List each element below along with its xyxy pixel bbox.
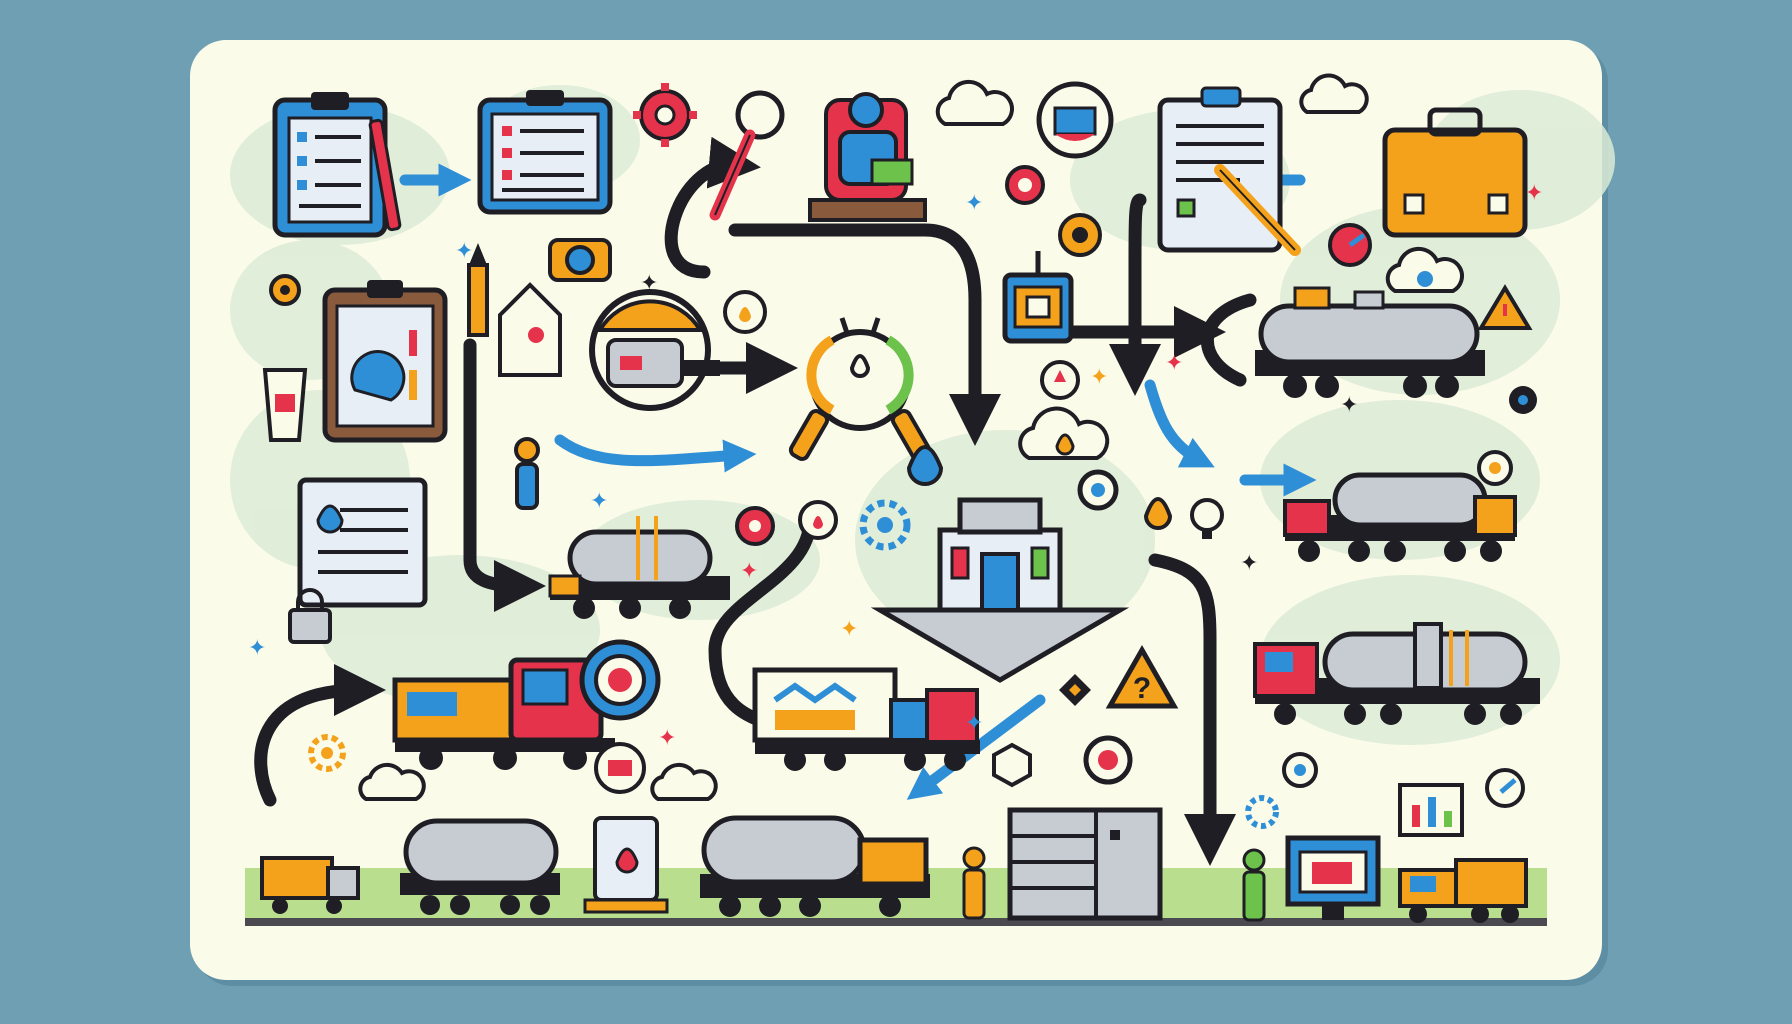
tank-truck-icon <box>548 516 730 619</box>
svg-text:✦: ✦ <box>965 191 983 216</box>
fuel-tanker-lorry-icon <box>1253 622 1540 725</box>
svg-text:✦: ✦ <box>965 711 983 736</box>
svg-text:✦: ✦ <box>1090 365 1108 390</box>
lightbulb-icon <box>1190 498 1224 539</box>
operator-seated-icon <box>808 92 927 222</box>
gear-icon <box>633 83 697 147</box>
flow-arrow-icon <box>1109 193 1161 396</box>
clipboard-list-icon <box>477 90 613 215</box>
worker-figure-icon <box>1242 848 1266 922</box>
flow-arrow-icon <box>728 223 1001 446</box>
cloud-icon <box>935 79 1014 126</box>
gauge-display-icon <box>1036 81 1114 159</box>
flow-arrow-icon <box>664 136 761 279</box>
gear-icon <box>1083 735 1133 785</box>
house-icon <box>498 282 562 377</box>
svg-text:✦: ✦ <box>1340 393 1358 418</box>
worker-figure-icon <box>962 846 986 920</box>
droplet-icon <box>798 500 838 540</box>
tank-truck-icon <box>700 815 930 917</box>
cloud-icon <box>1385 246 1464 293</box>
location-pin-icon <box>1282 752 1318 788</box>
gear-icon <box>1005 165 1045 205</box>
fuel-pump-icon <box>589 289 720 411</box>
refinery-plant-icon <box>870 497 1130 683</box>
svg-text:✦: ✦ <box>640 271 658 296</box>
svg-text:?: ? <box>1133 672 1151 705</box>
droplet-icon <box>1143 497 1173 530</box>
svg-text:✦: ✦ <box>455 239 473 264</box>
cloud-icon <box>650 762 718 801</box>
svg-text:✦: ✦ <box>1240 551 1258 576</box>
gear-icon <box>1509 386 1537 414</box>
svg-text:✦: ✦ <box>658 726 676 751</box>
svg-text:✦: ✦ <box>740 559 758 584</box>
flow-arrow-icon <box>1200 293 1257 387</box>
location-pin-icon <box>1477 450 1513 486</box>
pickup-truck-icon <box>1398 858 1528 923</box>
orange-briefcase-icon <box>1382 107 1528 238</box>
pickup-truck-icon <box>260 856 360 914</box>
flow-arrow-icon <box>254 664 386 807</box>
tanker-rail-car-icon <box>1255 286 1485 398</box>
padlock-icon <box>288 588 332 644</box>
decorative-sparkles: ✦ ✦ ✦ ✦ ✦ ✦ ✦ ✦ ✦ ✦ ✦ ✦ ✦ ✦ <box>248 181 1543 751</box>
svg-text:✦: ✦ <box>590 489 608 514</box>
flow-arrow-icon <box>1148 553 1236 866</box>
gear-icon <box>859 499 911 551</box>
cloud-icon <box>358 762 426 801</box>
delivery-truck-icon <box>752 667 980 771</box>
screen-icon <box>594 742 646 794</box>
camera-icon <box>548 238 612 282</box>
tanker-rail-car-icon <box>400 818 560 915</box>
gauge-display-icon <box>1328 223 1372 267</box>
droplet-icon <box>906 445 944 486</box>
cloud-droplet-icon <box>1018 406 1110 460</box>
flow-arrow-icon <box>463 338 546 612</box>
gear-icon <box>1245 795 1279 829</box>
location-pin-icon <box>1077 469 1119 511</box>
clipboard-chart-icon <box>322 280 448 443</box>
gear-icon <box>308 734 346 772</box>
droplet-icon <box>723 290 767 334</box>
road <box>245 918 1547 926</box>
tank-truck-icon <box>1283 472 1517 562</box>
gear-icon <box>1058 213 1102 257</box>
flow-arrow-icon <box>554 434 757 473</box>
control-monitor-icon <box>1285 835 1381 920</box>
flow-arrow-icon <box>1144 379 1215 468</box>
warning-sign-icon: ? <box>1105 644 1179 709</box>
delivery-truck-icon <box>392 657 615 770</box>
pencil-icon <box>467 243 489 337</box>
clipboard-contract-icon <box>1157 86 1301 256</box>
warning-sign-icon <box>1477 284 1533 330</box>
hexagon-marker-icon <box>992 742 1032 788</box>
process-flow-arrows <box>254 136 1257 866</box>
document-droplet-icon <box>297 477 428 608</box>
gauge-display-icon <box>1040 360 1080 400</box>
fuel-cup-icon <box>262 368 308 442</box>
clipboard-checklist-icon <box>272 92 402 238</box>
svg-text:✦: ✦ <box>1525 181 1543 206</box>
svg-text:✦: ✦ <box>248 636 266 661</box>
location-pin-icon <box>735 506 775 546</box>
svg-text:✦: ✦ <box>1165 351 1183 376</box>
cloud-icon <box>1299 73 1369 114</box>
target-icon <box>579 639 661 721</box>
pen-magnifier-icon <box>709 90 785 221</box>
fuel-dispenser-icon <box>1002 251 1074 344</box>
fuel-pump-icon <box>583 816 669 914</box>
gauge-display-icon <box>1485 768 1525 808</box>
storage-cabinet-icon <box>1007 807 1163 921</box>
svg-text:✦: ✦ <box>840 617 858 642</box>
diamond-marker-icon <box>1059 674 1091 706</box>
flow-arrow-icon <box>708 513 817 750</box>
location-pin-icon <box>269 274 301 306</box>
blue-flow-arrows <box>399 163 1317 800</box>
worker-figure-icon <box>514 437 540 510</box>
chart-board-icon <box>1398 783 1464 837</box>
